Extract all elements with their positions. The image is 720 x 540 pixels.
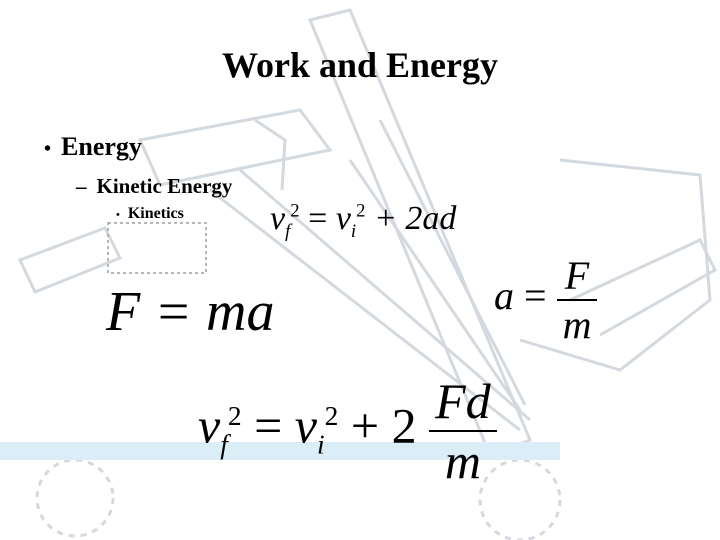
dash-marker: – — [76, 174, 87, 198]
left-wheel — [35, 458, 115, 538]
eq4-equals: = — [254, 397, 283, 454]
eq1-exp: 2 — [290, 200, 300, 222]
eq3-equals: = — [524, 273, 547, 319]
eq1-vi: v — [335, 200, 351, 237]
bullet-marker: • — [44, 138, 52, 160]
eq4-sub-i: i — [317, 428, 325, 460]
eq4-vi: v — [294, 397, 317, 454]
label-box — [107, 222, 207, 274]
eq1-exp2: 2 — [356, 200, 366, 222]
eq4-plus-two: + 2 — [350, 397, 417, 454]
eq4-fraction: Fd m — [429, 372, 497, 490]
eq1-sub-f: f — [285, 220, 291, 242]
eq1-sub-i: i — [350, 220, 357, 242]
frame-bar-1 — [209, 188, 521, 432]
right-wheel — [478, 458, 562, 540]
equation-work-energy: vf2 = vi2 + 2 Fd m — [198, 372, 497, 490]
eq3-fraction: F m — [556, 252, 598, 348]
floor-line — [0, 442, 560, 460]
frame-bar-2 — [239, 168, 531, 422]
bullet-kinetics-text: Kinetics — [127, 205, 184, 222]
eq4-numerator: Fd — [435, 373, 491, 429]
bullet-kinetics: • Kinetics — [116, 205, 184, 223]
eq3-denominator: m — [556, 299, 598, 348]
bullet-kinetic-energy-text: Kinetic Energy — [96, 174, 233, 198]
bullet-energy: • Energy — [44, 132, 142, 162]
slide-title: Work and Energy — [221, 45, 499, 85]
equation-kinematics: vf2 = vi2 + 2ad — [270, 200, 456, 243]
cannon-barrel — [307, 8, 532, 457]
frame-bar-3 — [348, 159, 522, 411]
eq4-denominator: m — [429, 430, 497, 490]
eq4-exp2: 2 — [324, 399, 339, 431]
eq1-rest: + 2ad — [373, 200, 457, 237]
left-upright — [254, 118, 287, 191]
eq1-v: v — [270, 200, 286, 237]
equation-acceleration: a = F m — [494, 252, 598, 348]
eq4-sub-f: f — [220, 428, 228, 460]
right-wing — [569, 238, 717, 337]
equation-newton: F = ma — [106, 281, 275, 343]
bullet-energy-text: Energy — [61, 132, 142, 161]
right-wheel-frame — [519, 158, 712, 372]
frame-bar-4 — [378, 119, 527, 406]
eq3-numerator: F — [564, 253, 590, 298]
eq3-lhs: a — [494, 273, 514, 319]
eq1-equals: = — [308, 200, 328, 237]
bullet-marker-small: • — [116, 209, 120, 221]
eq4-v: v — [198, 397, 221, 454]
cannon-arm — [137, 108, 333, 187]
bullet-kinetic-energy: –Kinetic Energy — [76, 174, 232, 199]
left-base — [17, 226, 123, 294]
eq4-exp: 2 — [227, 399, 242, 431]
